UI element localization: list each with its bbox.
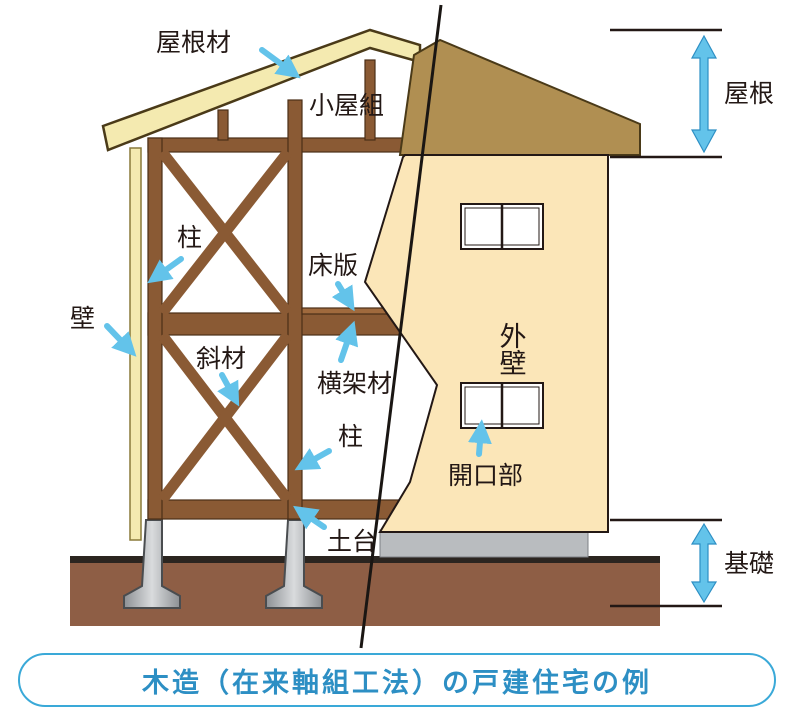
arrow-diagonal <box>217 372 240 407</box>
label-sill: 土台 <box>327 527 377 556</box>
dimension-foundation <box>610 518 722 608</box>
wall-board <box>129 147 142 541</box>
window-lower <box>460 382 544 429</box>
label-roof: 屋根 <box>724 79 774 108</box>
arrow-floor-board <box>331 281 355 312</box>
arrow-roof-material <box>259 47 301 79</box>
label-exterior-wall: 外壁 <box>495 322 527 376</box>
foundation-piers <box>123 519 323 609</box>
cutaway-line <box>359 4 443 649</box>
label-truss: 小屋組 <box>309 91 384 120</box>
timber-frame <box>147 59 411 520</box>
arrow-opening <box>467 419 492 457</box>
dimension-roof <box>610 28 722 159</box>
arrow-post-upper <box>147 256 184 284</box>
arrow-wall <box>104 323 137 357</box>
caption-box: 木造（在来軸組工法）の戸建住宅の例 <box>18 653 776 707</box>
label-diagonal: 斜材 <box>196 344 246 373</box>
exterior-wall <box>363 154 609 533</box>
arrow-post-lower <box>294 448 332 471</box>
label-horizontal-beam: 横架材 <box>317 369 392 398</box>
label-post-upper: 柱 <box>177 223 202 252</box>
label-wall: 壁 <box>70 304 95 333</box>
label-post-lower: 柱 <box>338 422 363 451</box>
label-opening: 開口部 <box>448 461 523 490</box>
arrow-horizontal-beam <box>335 320 359 363</box>
label-foundation: 基礎 <box>724 549 774 578</box>
leader-arrows <box>104 47 492 530</box>
dimension-arrows <box>690 34 718 604</box>
window-upper <box>460 203 544 250</box>
label-floor-board: 床版 <box>308 251 358 280</box>
exterior-foundation <box>379 529 589 558</box>
arrow-sill <box>293 505 327 530</box>
caption-title: 木造（在来軸組工法）の戸建住宅の例 <box>142 667 652 699</box>
label-roof-material: 屋根材 <box>156 28 231 57</box>
